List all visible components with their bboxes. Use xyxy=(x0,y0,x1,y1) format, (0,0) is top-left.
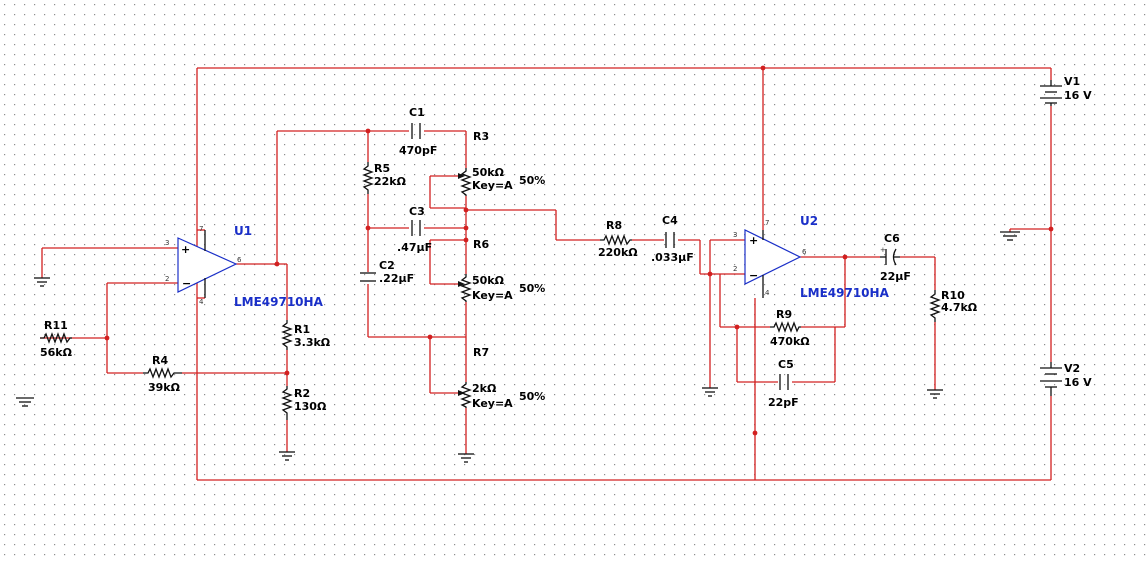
resistor-r10[interactable]: R10 4.7kΩ xyxy=(929,289,978,322)
pot-percent: 50% xyxy=(519,390,545,403)
pot-key: Key=A xyxy=(472,289,513,302)
component-value: 16 V xyxy=(1064,376,1092,389)
component-value: .033µF xyxy=(651,251,694,264)
potentiometer-r3[interactable]: R3 50kΩ Key=A 50% xyxy=(458,130,545,196)
ground-icon xyxy=(458,453,474,463)
component-value: 130Ω xyxy=(294,400,327,413)
junction-dots xyxy=(104,65,1054,436)
ground-icon xyxy=(279,451,295,461)
pin-number: 7 xyxy=(765,219,769,227)
ground-icon xyxy=(34,277,50,287)
resistor-r8[interactable]: R8 220kΩ xyxy=(598,219,638,259)
battery-v1[interactable]: V1 16 V xyxy=(1040,75,1092,106)
capacitor-c6[interactable]: + C6 22µF xyxy=(880,232,911,283)
battery-v2[interactable]: V2 16 V xyxy=(1040,362,1092,396)
pin-number: 3 xyxy=(733,231,737,239)
wires xyxy=(40,67,1052,481)
pin-number: 7 xyxy=(199,225,203,233)
opamp-u1[interactable]: + − 3 2 6 7 4 U1 LME49710HA xyxy=(165,224,324,309)
component-value: 56kΩ xyxy=(40,346,73,359)
component-value: 50kΩ xyxy=(472,274,505,287)
component-value: 50kΩ xyxy=(472,166,505,179)
ground-icon xyxy=(16,397,34,407)
component-value: .47µF xyxy=(397,241,432,254)
resistor-r9[interactable]: R9 470kΩ xyxy=(770,308,810,348)
component-ref: C4 xyxy=(662,214,678,227)
component-value: 39kΩ xyxy=(148,381,181,394)
component-ref: V2 xyxy=(1064,362,1080,375)
component-ref: C2 xyxy=(379,259,395,272)
potentiometer-r7[interactable]: R7 2kΩ Key=A 50% xyxy=(458,346,545,410)
component-value: 4.7kΩ xyxy=(941,301,978,314)
component-ref: R3 xyxy=(473,130,489,143)
component-ref: R8 xyxy=(606,219,622,232)
component-part: LME49710HA xyxy=(800,286,890,300)
resistor-r2[interactable]: R2 130Ω xyxy=(281,386,327,420)
component-ref: U1 xyxy=(234,224,252,238)
component-ref: C1 xyxy=(409,106,425,119)
component-value: 2kΩ xyxy=(472,382,497,395)
pin-number: 4 xyxy=(765,289,770,297)
plus-sign: + xyxy=(181,243,190,256)
component-value: 22pF xyxy=(768,396,799,409)
component-ref: C3 xyxy=(409,205,425,218)
component-ref: R11 xyxy=(44,319,68,332)
polarity-mark: + xyxy=(880,246,886,254)
pin-number: 2 xyxy=(733,265,737,273)
ground-icon xyxy=(927,389,943,399)
pot-percent: 50% xyxy=(519,174,545,187)
capacitor-c2[interactable]: C2 .22µF xyxy=(360,259,414,285)
pin-number: 3 xyxy=(165,239,169,247)
minus-sign: − xyxy=(182,277,191,290)
component-ref: R6 xyxy=(473,238,489,251)
pin-number: 6 xyxy=(237,256,242,264)
resistor-r1[interactable]: R1 3.3kΩ xyxy=(281,320,331,350)
component-value: 22kΩ xyxy=(374,175,407,188)
resistor-r4[interactable]: R4 39kΩ xyxy=(143,354,182,394)
pot-key: Key=A xyxy=(472,397,513,410)
component-ref: R10 xyxy=(941,289,965,302)
component-value: 3.3kΩ xyxy=(294,336,331,349)
component-ref: R5 xyxy=(374,162,390,175)
component-ref: R4 xyxy=(152,354,168,367)
component-ref: C5 xyxy=(778,358,794,371)
capacitor-c4[interactable]: C4 .033µF xyxy=(651,214,694,264)
component-ref: C6 xyxy=(884,232,900,245)
ground-symbols xyxy=(16,231,1020,463)
ground-icon xyxy=(702,387,718,397)
component-ref: R9 xyxy=(776,308,792,321)
component-ref: V1 xyxy=(1064,75,1080,88)
component-value: 16 V xyxy=(1064,89,1092,102)
component-ref: R2 xyxy=(294,387,310,400)
component-ref: U2 xyxy=(800,214,818,228)
ground-icon xyxy=(1000,231,1020,241)
component-value: 470kΩ xyxy=(770,335,810,348)
pin-number: 4 xyxy=(199,298,204,306)
component-value: 470pF xyxy=(399,144,437,157)
component-part: LME49710HA xyxy=(234,295,324,309)
pin-number: 2 xyxy=(165,275,169,283)
capacitor-c3[interactable]: C3 .47µF xyxy=(397,205,432,254)
pot-key: Key=A xyxy=(472,179,513,192)
component-value: 22µF xyxy=(880,270,911,283)
resistor-r5[interactable]: R5 22kΩ xyxy=(362,162,407,194)
component-ref: R1 xyxy=(294,323,310,336)
component-value: .22µF xyxy=(379,272,414,285)
plus-sign: + xyxy=(749,234,758,247)
pot-percent: 50% xyxy=(519,282,545,295)
capacitor-c5[interactable]: C5 22pF xyxy=(768,358,799,409)
component-value: 220kΩ xyxy=(598,246,638,259)
potentiometer-r6[interactable]: R6 50kΩ Key=A 50% xyxy=(458,238,545,302)
capacitor-c1[interactable]: C1 470pF xyxy=(399,106,437,157)
opamp-u2[interactable]: + − 3 2 6 7 4 U2 LME49710HA xyxy=(733,214,890,300)
minus-sign: − xyxy=(749,269,758,282)
component-ref: R7 xyxy=(473,346,489,359)
pin-number: 6 xyxy=(802,248,807,256)
resistor-r11[interactable]: R11 56kΩ xyxy=(40,319,73,359)
